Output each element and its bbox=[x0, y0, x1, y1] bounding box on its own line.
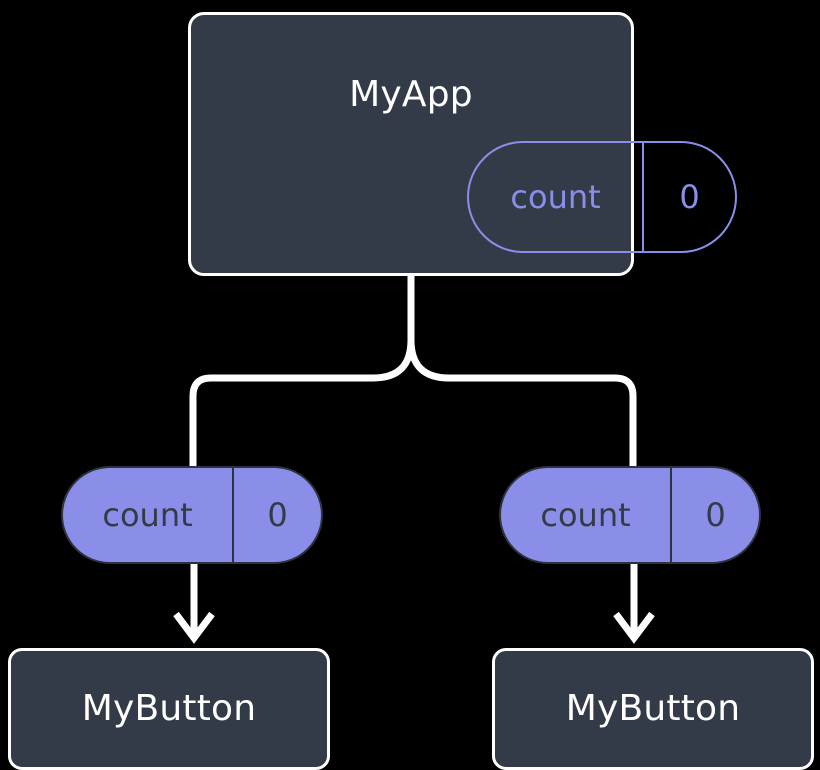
node-mybutton-right-label: MyButton bbox=[565, 688, 741, 729]
state-pill-left-count-value: 0 bbox=[232, 468, 321, 562]
state-pill-right-count[interactable]: count 0 bbox=[499, 466, 761, 564]
arrowhead-left bbox=[173, 611, 215, 644]
state-pill-left-count-key: count bbox=[102, 496, 193, 534]
node-mybutton-left-label: MyButton bbox=[81, 688, 257, 729]
state-pill-left-count[interactable]: count 0 bbox=[61, 466, 323, 564]
node-mybutton-right[interactable]: MyButton bbox=[492, 648, 814, 770]
edge-root-to-right-state bbox=[407, 339, 637, 466]
edge-root-to-left-state bbox=[189, 339, 415, 466]
state-pill-myapp-count[interactable]: count 0 bbox=[467, 141, 737, 253]
node-mybutton-left[interactable]: MyButton bbox=[8, 648, 330, 770]
state-pill-right-count-key: count bbox=[540, 496, 631, 534]
state-pill-myapp-count-key: count bbox=[510, 178, 601, 216]
arrowhead-right bbox=[613, 611, 655, 644]
state-pill-myapp-count-value: 0 bbox=[642, 143, 735, 251]
node-myapp-label: MyApp bbox=[349, 74, 473, 115]
state-pill-right-count-value: 0 bbox=[670, 468, 759, 562]
node-myapp[interactable]: MyApp count 0 bbox=[188, 12, 737, 276]
